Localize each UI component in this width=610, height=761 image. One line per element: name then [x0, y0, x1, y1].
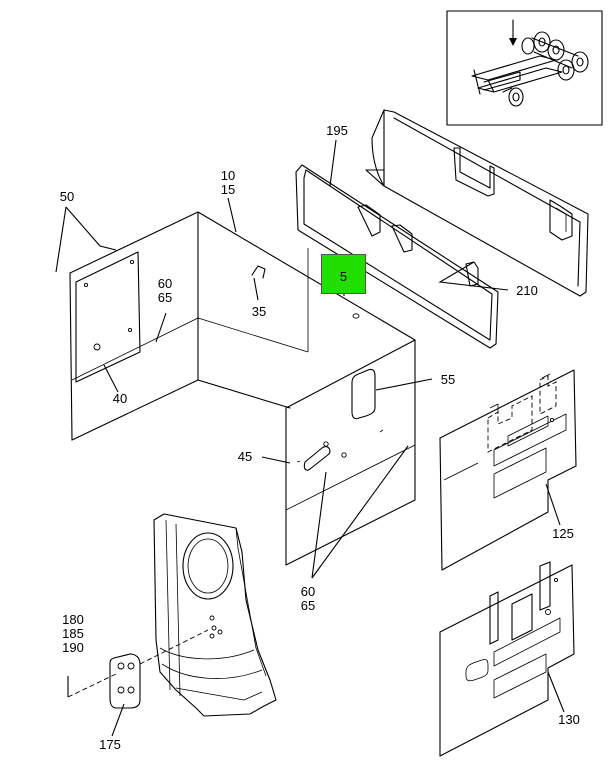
callout-40: 40	[112, 391, 128, 406]
locator-inset	[446, 10, 603, 126]
callout-10-15: 10 15	[220, 168, 236, 197]
callout-35: 35	[251, 304, 267, 319]
callout-5: 5	[339, 269, 348, 284]
callout-60-65-top: 60 65	[157, 276, 173, 305]
callout-50: 50	[59, 189, 75, 204]
callout-55: 55	[440, 372, 456, 387]
panel-125	[439, 369, 577, 571]
callout-60-65-bottom: 60 65	[300, 584, 316, 613]
panel-130	[439, 561, 575, 757]
callout-210: 210	[516, 283, 538, 298]
callout-180-185-190: 180 185 190	[62, 612, 84, 655]
side-panel	[75, 251, 141, 383]
callout-125: 125	[552, 526, 574, 541]
leader-lines	[55, 139, 565, 737]
cab-corner	[153, 513, 277, 717]
mounting-plate	[109, 653, 141, 709]
callout-45: 45	[237, 449, 253, 464]
cover-tray	[365, 109, 589, 297]
highlighted-part-5[interactable]: 5	[321, 254, 366, 294]
callout-175: 175	[99, 737, 121, 752]
battery-box	[69, 211, 416, 566]
seal-gasket	[295, 164, 499, 349]
callout-130: 130	[558, 712, 580, 727]
callout-195: 195	[326, 123, 348, 138]
